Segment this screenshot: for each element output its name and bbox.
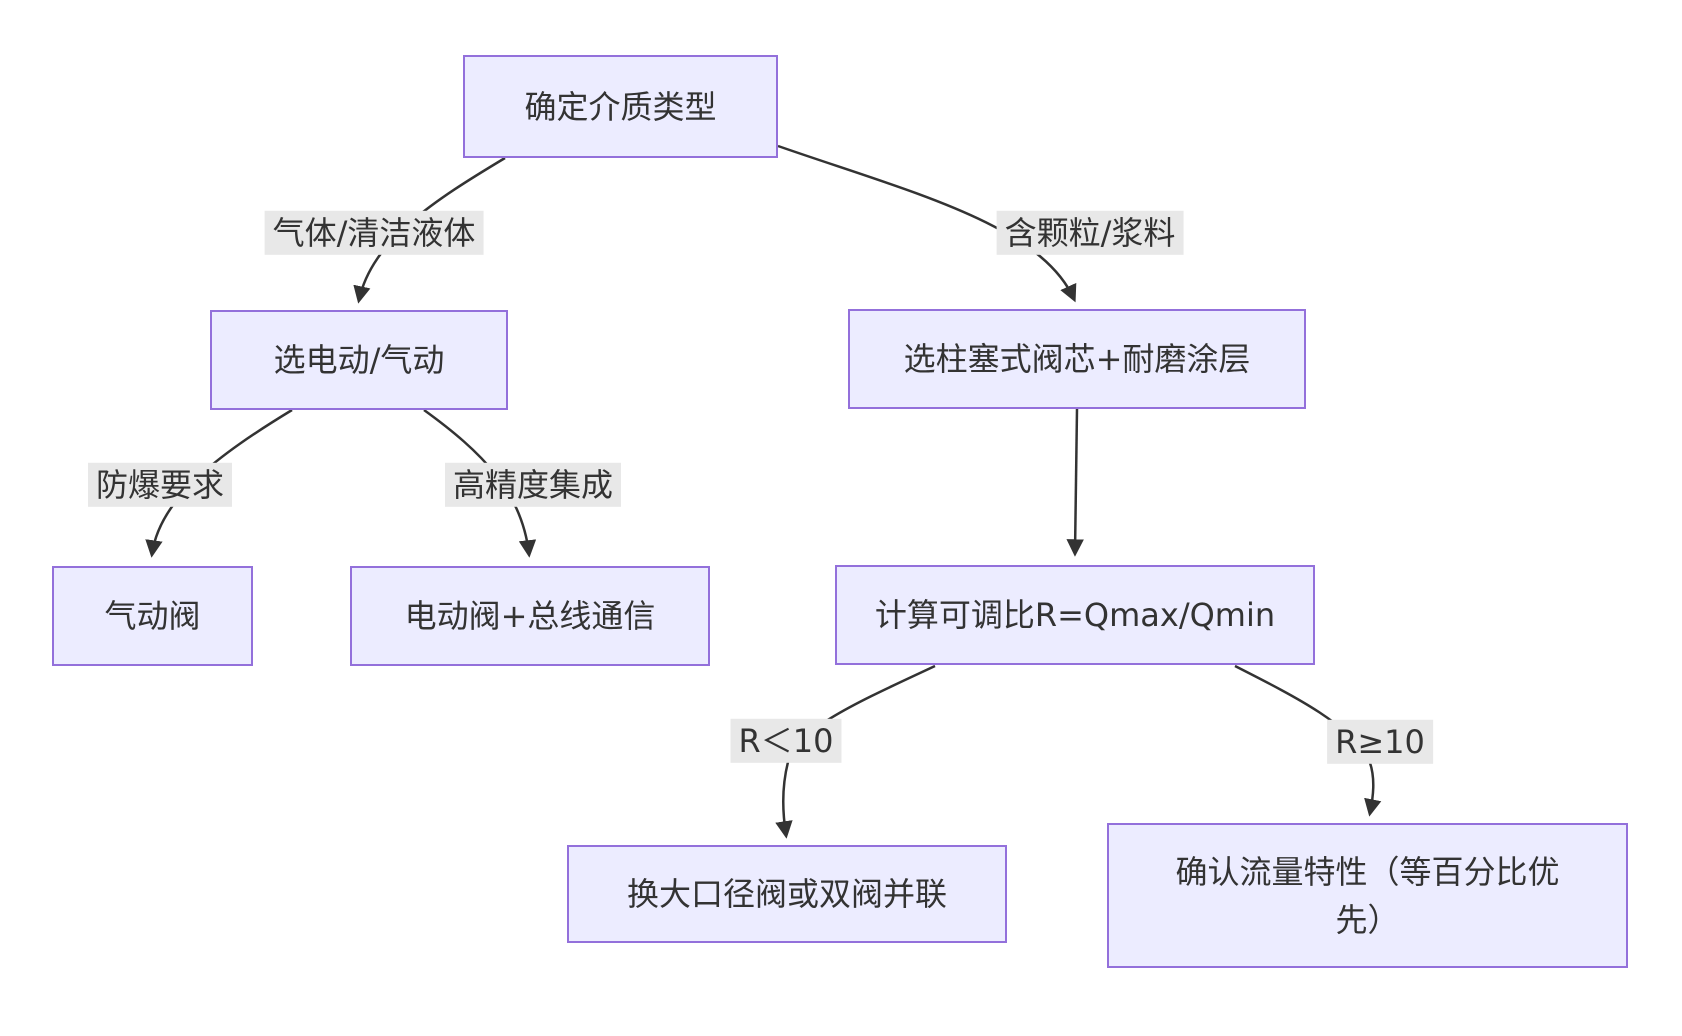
node-confirm-flow-characteristic: 确认流量特性（等百分比优先）	[1107, 823, 1628, 968]
edge-label-explosion-proof: 防爆要求	[87, 462, 233, 508]
node-label: 电动阀+总线通信	[404, 597, 656, 635]
node-label: 计算可调比R=Qmax/Qmin	[874, 596, 1276, 634]
node-calculate-turndown-ratio: 计算可调比R=Qmax/Qmin	[835, 565, 1315, 665]
node-label: 确认流量特性（等百分比优先）	[1175, 852, 1560, 939]
node-label: 选电动/气动	[273, 341, 445, 379]
node-pneumatic-valve: 气动阀	[52, 566, 253, 666]
edge-label-r-less-than-10: R＜10	[730, 718, 842, 764]
node-larger-valve-or-parallel: 换大口径阀或双阀并联	[567, 845, 1007, 943]
edge-label-r-greater-equal-10: R≥10	[1327, 719, 1433, 765]
node-label: 确定介质类型	[524, 87, 717, 126]
node-determine-medium-type: 确定介质类型	[463, 55, 778, 158]
node-choose-electric-pneumatic: 选电动/气动	[210, 310, 508, 410]
edge-label-high-precision-integration: 高精度集成	[444, 462, 622, 508]
edge-medium-to-plunger-line	[777, 144, 1077, 303]
node-label: 气动阀	[104, 597, 201, 635]
edge-plunger-to-ratio-line	[1066, 408, 1084, 557]
node-electric-valve-bus-communication: 电动阀+总线通信	[350, 566, 710, 666]
edge-label-particles-slurry: 含颗粒/浆料	[996, 210, 1184, 256]
node-label: 换大口径阀或双阀并联	[626, 875, 947, 913]
edge-label-gas-clean-liquid: 气体/清洁液体	[264, 210, 484, 256]
node-plunger-core-wear-coating: 选柱塞式阀芯+耐磨涂层	[848, 309, 1306, 409]
node-label: 选柱塞式阀芯+耐磨涂层	[903, 340, 1251, 378]
